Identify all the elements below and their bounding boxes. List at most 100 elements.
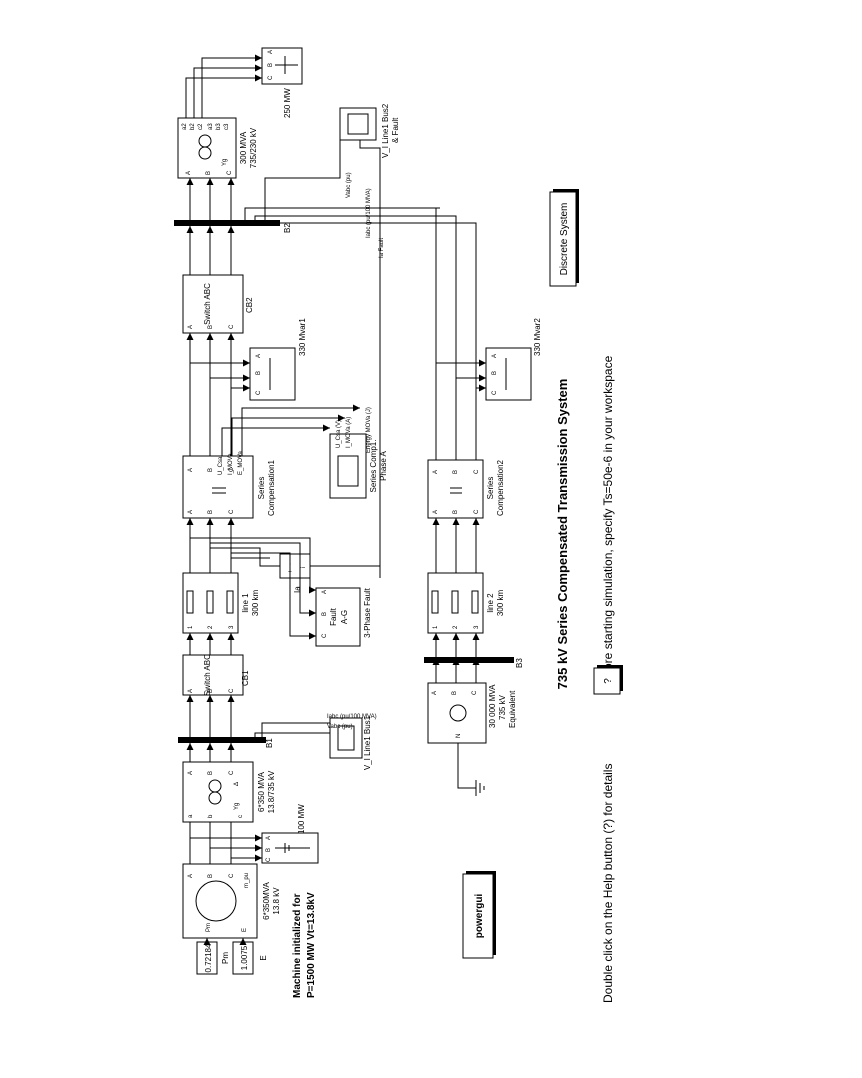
svg-text:b3: b3: [216, 123, 222, 130]
svg-text:A: A: [322, 590, 328, 594]
svg-text:C: C: [229, 873, 235, 878]
circuit-breaker-cb2[interactable]: Switch ABC A B C CB2: [182, 274, 254, 334]
svg-text:B: B: [453, 470, 459, 474]
scope-sc-in1: U_Csa (V): [336, 420, 342, 448]
load-250mw-block[interactable]: A B C 250 MW: [261, 47, 303, 118]
help-button[interactable]: ?: [593, 665, 623, 695]
svg-text:A: A: [188, 771, 194, 775]
transmission-line-1[interactable]: 1 2 3 line 1 300 km: [182, 572, 260, 634]
svg-text:Fault: Fault: [329, 607, 338, 626]
svg-text:330 Mvar1: 330 Mvar1: [298, 318, 307, 356]
scope-vi-line1-bus2-fault[interactable]: V_I Line1 Bus2 & Fault: [339, 103, 400, 158]
scope-vi-line1-bus1[interactable]: V_I Line1 Bus1: [329, 715, 372, 770]
svg-text:B: B: [266, 848, 272, 852]
bus-b3[interactable]: [424, 657, 514, 663]
bus-b3-label: B3: [515, 658, 524, 668]
svg-text:Pm: Pm: [206, 923, 212, 932]
svg-text:A: A: [188, 689, 194, 693]
svg-text:A: A: [186, 171, 192, 175]
svg-text:V_I Line1 Bus1: V_I Line1 Bus1: [363, 715, 372, 770]
transformer-1-block[interactable]: A B C a b c Yg Δ 6*350 MVA 13.8/735 kV: [182, 761, 276, 823]
svg-text:2: 2: [208, 625, 214, 629]
svg-text:CB1: CB1: [241, 670, 250, 686]
svg-text:A: A: [188, 468, 194, 472]
svg-text:line 2: line 2: [486, 593, 495, 613]
svg-text:Compensation2: Compensation2: [496, 459, 505, 516]
discrete-system-button[interactable]: Discrete System: [549, 189, 579, 287]
series-compensation-2[interactable]: A B C A B C Series Compensation2: [427, 459, 505, 519]
scope1-in2: Iabc (pu/100 MVA): [327, 714, 377, 720]
svg-text:A: A: [266, 836, 272, 840]
svg-text:B: B: [322, 612, 328, 616]
transmission-line-2[interactable]: 1 2 3 line 2 300 km: [427, 572, 505, 634]
svg-text:C: C: [268, 75, 274, 80]
svg-text:?: ?: [603, 678, 614, 684]
three-phase-fault-block[interactable]: Fault A-G A B C 3-Phase Fault: [315, 587, 372, 647]
svg-text:b2: b2: [190, 123, 196, 130]
svg-text:C: C: [472, 690, 478, 695]
circuit-breaker-cb1[interactable]: Switch ABC A B C CB1: [182, 654, 250, 696]
svg-text:E_MOVa: E_MOVa: [238, 450, 244, 475]
svg-text:E: E: [242, 928, 248, 932]
svg-text:powergui: powergui: [474, 894, 485, 939]
svg-text:Series Comp1.: Series Comp1.: [369, 440, 378, 493]
svg-text:line 1: line 1: [241, 593, 250, 613]
svg-text:V_I Line1 Bus2: V_I Line1 Bus2: [381, 103, 390, 158]
scope-series-comp1[interactable]: Series Comp1. Phase A: [329, 433, 388, 499]
series-compensation-1[interactable]: A B C A B C U_Csa I_MOVa E_MOVa Series C…: [182, 450, 276, 519]
svg-text:6*350 MVA: 6*350 MVA: [257, 771, 266, 812]
source-735kv-equivalent[interactable]: A B C N 30 000 MVA 735 kV Equivalent: [427, 682, 517, 744]
svg-text:30 000 MVA: 30 000 MVA: [488, 684, 497, 728]
current-measurement-ia[interactable]: + - i Ia: [279, 553, 311, 593]
svg-text:Compensation1: Compensation1: [267, 459, 276, 516]
init-note-1: Machine initialized for: [292, 893, 303, 998]
synchronous-machine-block[interactable]: Pm E m_pu A B C 6*350MVA 13.8 kV: [182, 863, 281, 939]
scope-sc-in2: I_MOVa (A): [346, 417, 352, 448]
svg-text:A-G: A-G: [340, 610, 349, 624]
svg-text:Discrete System: Discrete System: [559, 203, 570, 276]
svg-text:Series: Series: [257, 477, 266, 500]
svg-text:a: a: [188, 814, 194, 818]
svg-text:C: C: [229, 467, 235, 472]
scope2-in1: Vabc (pu): [346, 172, 352, 198]
diagram-title: 735 kV Series Compensated Transmission S…: [555, 379, 570, 690]
svg-text:A: A: [188, 510, 194, 514]
svg-text:A: A: [432, 691, 438, 695]
svg-text:Series: Series: [486, 477, 495, 500]
pm-constant-block[interactable]: 0.72184 Pm: [196, 941, 230, 975]
svg-text:A: A: [492, 354, 498, 358]
bus-b2[interactable]: [174, 220, 280, 226]
svg-text:i: i: [301, 567, 307, 568]
svg-text:735 kV: 735 kV: [498, 694, 507, 720]
svg-text:1: 1: [433, 625, 439, 629]
svg-text:Equivalent: Equivalent: [508, 690, 517, 728]
svg-text:B: B: [268, 63, 274, 67]
svg-text:A: A: [433, 510, 439, 514]
svg-text:13.8/735 kV: 13.8/735 kV: [267, 770, 276, 813]
svg-text:2: 2: [453, 625, 459, 629]
svg-text:B: B: [208, 510, 214, 514]
svg-text:C: C: [229, 324, 235, 329]
svg-text:B: B: [208, 689, 214, 693]
powergui-block[interactable]: powergui: [462, 871, 496, 959]
svg-text:U_Csa: U_Csa: [218, 456, 224, 475]
svg-text:Δ: Δ: [234, 782, 240, 786]
svg-text:Switch ABC: Switch ABC: [203, 283, 212, 325]
scope2-in2: Iabc (pu/100 MVA): [366, 188, 372, 238]
svg-text:3: 3: [229, 625, 235, 629]
svg-text:A: A: [188, 325, 194, 329]
svg-text:C: C: [227, 170, 233, 175]
svg-text:Switch ABC: Switch ABC: [203, 654, 212, 696]
shunt-reactor-330mvar2[interactable]: A B C 330 Mvar2: [485, 318, 542, 401]
svg-text:+: +: [288, 569, 294, 573]
svg-text:CB2: CB2: [245, 297, 254, 313]
sim-note: Before starting simulation, specify Ts=5…: [601, 355, 615, 688]
shunt-reactor-330mvar1[interactable]: A B C 330 Mvar1: [249, 318, 307, 401]
help-note: Double click on the Help button (?) for …: [601, 764, 615, 1003]
svg-text:B: B: [208, 468, 214, 472]
svg-text:C: C: [474, 469, 480, 474]
transformer-2-block[interactable]: A B C a2 b2 c2 a3 b3 c3 Yg 300 MVA 735/2…: [177, 117, 258, 179]
e-constant-block[interactable]: 1.0075 E: [232, 941, 268, 975]
bus-b1[interactable]: [178, 737, 266, 743]
svg-text:B: B: [206, 171, 212, 175]
